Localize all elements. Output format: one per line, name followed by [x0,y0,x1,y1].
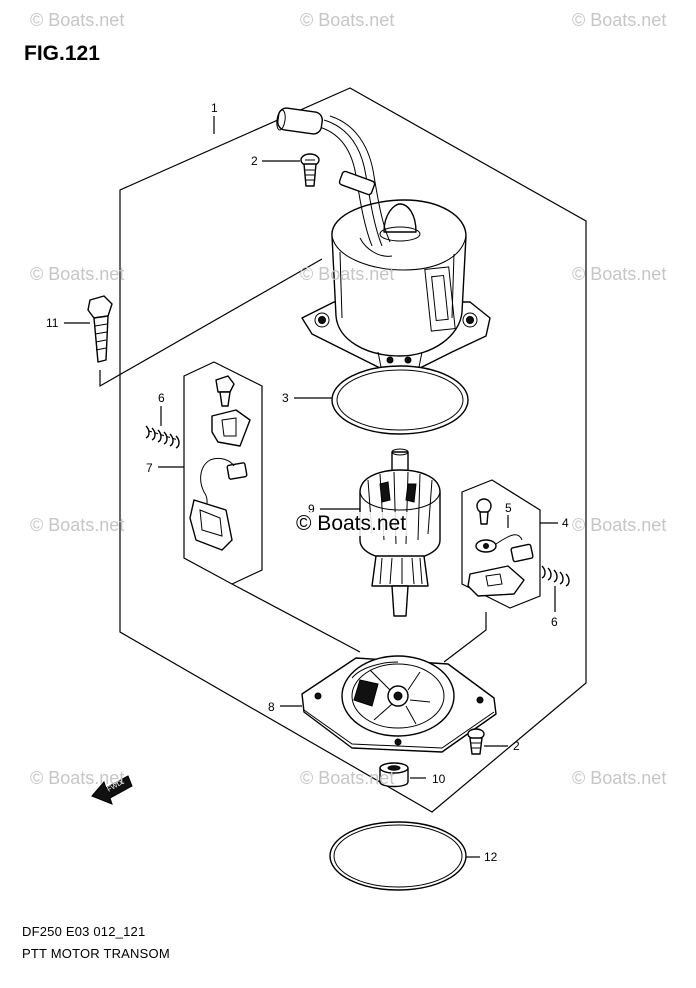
watermark: © Boats.net [572,264,667,284]
callout-2-bottom: 2 [513,739,520,753]
bolt-11 [87,295,113,363]
callout-8: 8 [268,700,275,714]
watermark: © Boats.net [300,264,395,284]
spring-6-right [541,565,570,587]
o-ring-12 [329,821,467,891]
assembly-leader-left [231,583,361,653]
callout-2-top: 2 [251,154,258,168]
bolt-2-top [300,153,320,187]
callout-6-left: 6 [158,391,165,405]
callout-3: 3 [282,391,289,405]
callout-10: 10 [432,772,446,786]
callout-5: 5 [505,501,512,515]
callout-4: 4 [562,516,569,530]
brush-holder-7 [183,361,263,585]
spring-6-left [145,425,180,449]
watermark: © Boats.net [300,768,395,788]
watermark: © Boats.net [572,768,667,788]
watermark: © Boats.net [300,10,395,30]
callout-1: 1 [211,101,218,115]
model-code: DF250 E03 012_121 [22,924,146,939]
watermark-center: © Boats.net [294,512,409,536]
watermark: © Boats.net [572,515,667,535]
bolt-11-leader [99,258,323,388]
watermark: © Boats.net [572,10,667,30]
motor-housing-part [276,107,491,373]
bushing-10 [379,762,409,788]
callout-leaders [64,116,558,858]
callout-7: 7 [146,461,153,475]
end-cap-8 [301,655,497,753]
watermark: © Boats.net [30,515,125,535]
bolt-2-bottom [467,728,485,755]
callout-12: 12 [484,850,498,864]
callout-11: 11 [46,316,59,330]
callout-6-right: 6 [551,615,558,629]
o-ring-3 [331,365,469,435]
callout-9: 9 [308,502,315,516]
watermark: © Boats.net [30,10,125,30]
assembly-leader-right [443,612,487,663]
assembly-outline [119,87,587,813]
section-name: PTT MOTOR TRANSOM [22,946,170,961]
brush-holder-4 [461,479,541,609]
watermark: © Boats.net [30,264,125,284]
watermark: © Boats.net [30,768,125,788]
figure-title: FIG.121 [24,42,100,65]
